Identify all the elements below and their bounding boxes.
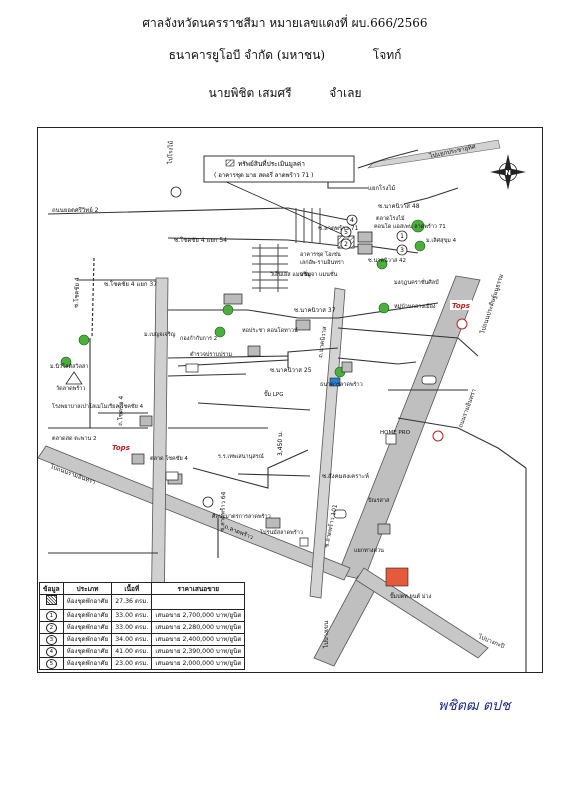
legend-table: ข้อมูล ประเภท เนื้อที่ ราคาเสนอขาย ห้องช…: [39, 582, 246, 670]
legend-row: 1 ห้องชุดพักอาศัย 33.00 ตรม. เสนอขาย 2,7…: [39, 609, 246, 622]
place-label: โปรนมัสลาดพร้าว: [260, 528, 303, 536]
lat-phrao-road: [38, 445, 489, 659]
defendant-name: นายพิชิต เสมศรี: [208, 86, 292, 100]
place-label: กองกำกับการ 2: [180, 335, 217, 342]
road-label: ไปแยกประชาอุทิศ: [428, 142, 477, 160]
road-label: ถ.นาคนิวาส: [317, 326, 328, 359]
place-label: ม.นิวโลตัสวิลล่า: [50, 362, 88, 370]
place-label: ตลาดสด ตะพาน 2: [52, 435, 97, 442]
place-label: ตลาด โชคชัย 4: [150, 454, 188, 462]
tree-icons: [60, 219, 426, 378]
place-label: แยกทางด่วน: [354, 548, 384, 554]
place-label: ม.เบญจเจริญ: [144, 331, 176, 338]
road-label: ซ.นาคนิวาส 37: [294, 307, 336, 314]
pradit-road: [367, 139, 501, 169]
legend-header: ประเภท: [62, 582, 113, 595]
place-label: หอประชา คอนโดทาวน์: [242, 326, 298, 334]
place-label: อาคารชุด โอเซ่น: [300, 250, 341, 258]
place-label: ธนาคารลาดพร้าว: [320, 381, 363, 388]
place-label: ตำรวจปราบปราม: [190, 351, 232, 358]
place-label: ศิลปะมาตรการลาดพร้าว: [211, 513, 270, 520]
place-label: ซ.นาคนิวาส 42: [368, 257, 406, 264]
legend-header: ราคาเสนอขาย: [151, 582, 246, 595]
callout-subtitle: ( อาคารชุด มาย สตอรี่ ลาดพร้าว 71 ): [214, 171, 313, 179]
callout-line: [212, 175, 347, 237]
place-label: ร.ร.เทพเสนานุสรณ์: [218, 453, 264, 460]
distance-label: 3,450 ม.: [277, 431, 284, 456]
place-labels: ตลาดโรงไม้ คอนโด แอสเพน ลาดพร้าว 71 อาคา…: [50, 214, 457, 600]
naknivas-road: [309, 287, 346, 599]
plaintiff-role: โจทก์: [372, 48, 402, 62]
place-label: ปั๊มปตท.ยนต์ ม่วง: [390, 592, 432, 600]
place-label: วิเอ็นเอส แมนชั่น: [269, 270, 311, 278]
road-label: ไปถนนประดิษฐ์มนูธรรม: [478, 273, 505, 336]
place-label: มงกุฎนคราชั่นศิลป์: [394, 278, 439, 286]
place-label: ปั๊ม LPG: [264, 390, 284, 398]
road-label: ซ.โชคชัย 4 แยก 54: [174, 236, 227, 244]
legend-row: 2 ห้องชุดพักอาศัย 33.00 ตรม. เสนอขาย 2,2…: [39, 621, 246, 634]
defendant-line: นายพิชิต เสมศรี จำเลย: [0, 84, 570, 103]
place-label: จริญจา แมนชั่น: [300, 270, 338, 278]
place-label: HOME PRO: [380, 430, 411, 436]
road-label: ไปโรงไม้: [166, 141, 175, 165]
place-label: ปัณรสาส: [368, 497, 390, 504]
place-label: ม.เลิศสุขุม 4: [426, 237, 457, 244]
plaintiff-name: ธนาคารยูโอบี จำกัด (มหาชน): [168, 48, 326, 62]
road-label: ซ.ลาดพร้าว 64: [219, 491, 227, 532]
callout-title: ทรัพย์สินที่ประเมินมูลค่า: [238, 159, 305, 168]
legend-row: 3 ห้องชุดพักอาศัย 34.00 ตรม. เสนอขาย 2,4…: [39, 633, 246, 646]
road-label: ซ.โชคชัย 4: [72, 277, 81, 308]
defendant-role: จำเลย: [329, 86, 362, 100]
place-label: วัดลาดพร้าว: [56, 385, 85, 392]
svg-text:4: 4: [350, 217, 354, 224]
road-label: ซ.โชคชัย 4 แยก 37: [104, 280, 157, 288]
road-label: ถนนรามอินทรา: [457, 388, 477, 429]
housing-blocks: [252, 208, 321, 292]
road-label: ซ.นาคนิวาส 48: [378, 203, 420, 210]
svg-text:Tops: Tops: [112, 444, 130, 452]
legend-row: 5 ห้องชุดพักอาศัย 23.00 ตรม. เสนอขาย 2,0…: [39, 657, 246, 670]
road-label: ถนนยอดศรีวิทย์ 2: [52, 206, 99, 214]
place-label: เลกอัพ-รามอินทรา: [300, 259, 344, 266]
subject-callout-box: ทรัพย์สินที่ประเมินมูลค่า ( อาคารชุด มาย…: [203, 155, 355, 183]
svg-text:2: 2: [344, 241, 348, 248]
road-label: ซ.นาคนิวาส 25: [270, 367, 312, 374]
road-label: ไปบางเขน: [322, 621, 330, 649]
place-label: หมู่บ้านกลางเมือง: [394, 303, 436, 310]
place-label: โรงพยาบาลเปาโลเมโมเรียล โชคชัย 4: [52, 402, 144, 410]
map-canvas: 4 5 2 1 3: [38, 139, 527, 672]
handwritten-signature: พชิตฒ ตปช: [438, 698, 511, 714]
place-label: ตลาดโรงไม้: [376, 214, 405, 222]
road-label: แยกโรงไม้: [368, 184, 395, 192]
north-label: N: [505, 169, 511, 177]
side-road: [91, 257, 95, 339]
hatch-symbol-icon: [45, 595, 57, 605]
legend-row: 4 ห้องชุดพักอาศัย 41.00 ตรม. เสนอขาย 2,3…: [39, 645, 246, 658]
road-label: ซ.สังคมสงเคราะห์: [322, 472, 369, 480]
legend-header: ข้อมูล: [39, 582, 64, 595]
tops-logo: Tops Tops: [112, 300, 472, 452]
svg-text:Tops: Tops: [452, 302, 470, 310]
svg-text:3: 3: [400, 247, 404, 254]
place-label: คอนโด แอสเพน ลาดพร้าว 71: [374, 222, 446, 230]
location-map: 4 5 2 1 3: [37, 127, 543, 673]
minor-roads: [47, 149, 527, 672]
landmark-icons: [65, 186, 468, 587]
court-line: ศาลจังหวัดนครราชสีมา หมายเลขแดงที่ ผบ.66…: [142, 16, 428, 30]
road-label: ซ.ลาดพร้าว 71: [318, 225, 359, 232]
svg-text:1: 1: [400, 233, 404, 240]
plaintiff-line: ธนาคารยูโอบี จำกัด (มหาชน) โจทก์: [0, 46, 570, 65]
comparable-markers: 4 5 2 1 3: [340, 214, 408, 256]
road-label: ถ.โชคชัย 4: [116, 395, 125, 426]
legend-header: เนื้อที่: [111, 582, 153, 595]
svg-text:5: 5: [344, 229, 348, 236]
north-arrow-icon: N: [490, 154, 526, 190]
legend-row: ห้องชุดพักอาศัย 27.36 ตรม.: [39, 594, 246, 610]
chokchai-road: [150, 277, 169, 629]
